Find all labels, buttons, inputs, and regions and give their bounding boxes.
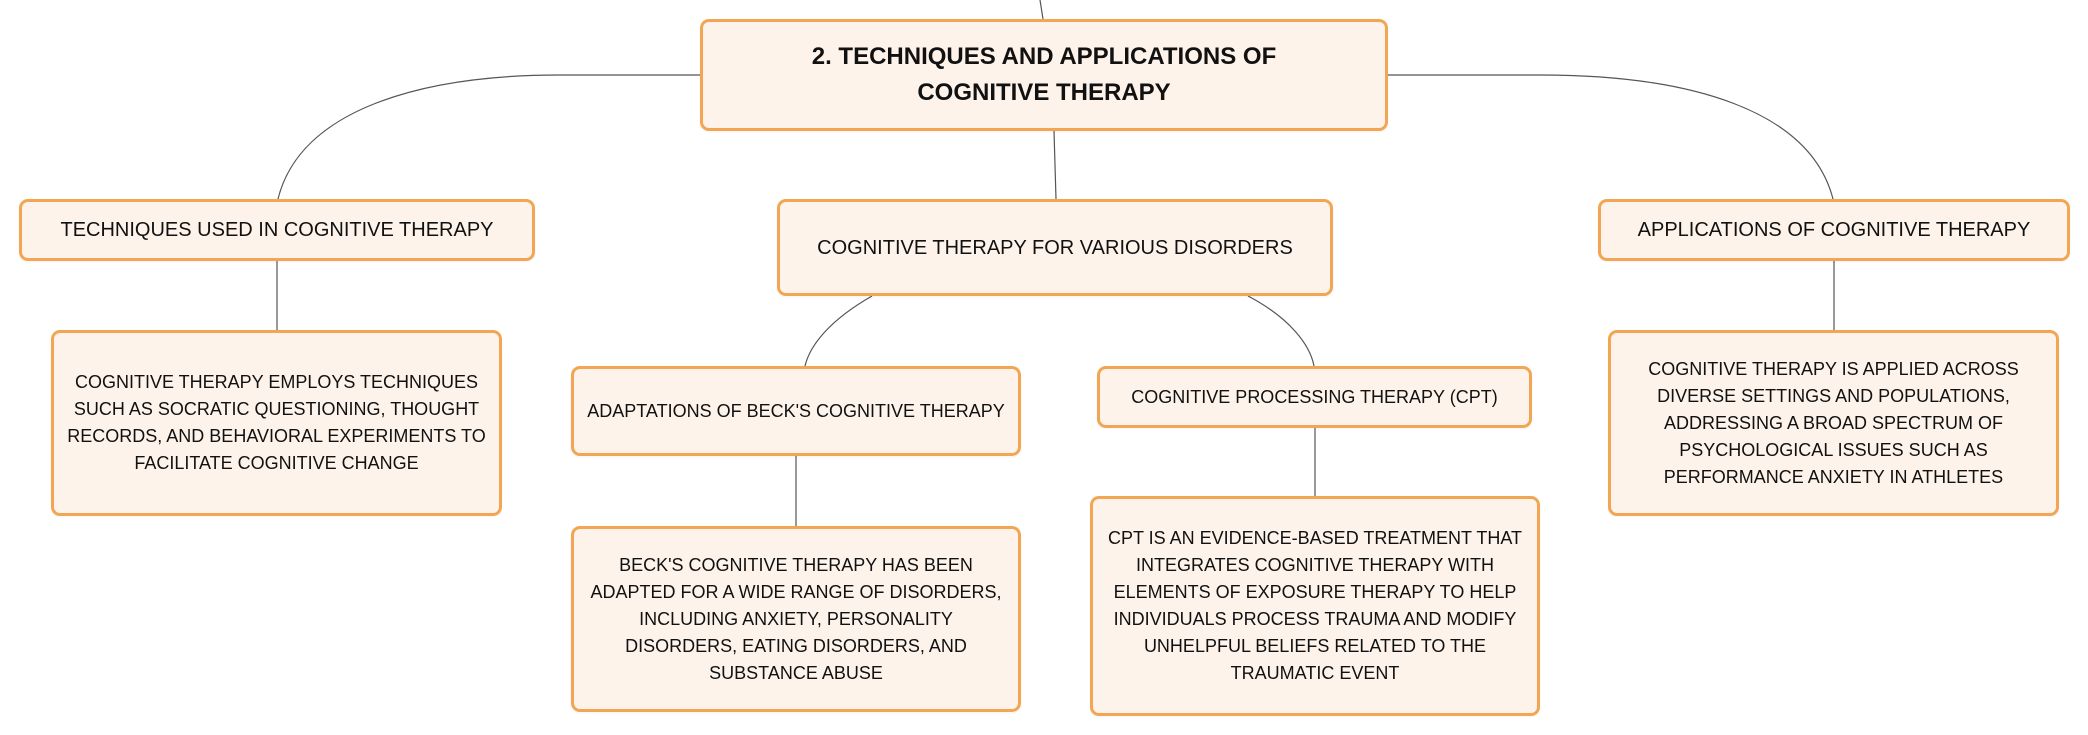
topic-disorders-label: COGNITIVE THERAPY FOR VARIOUS DISORDERS	[817, 236, 1293, 259]
topic-applications[interactable]: APPLICATIONS OF COGNITIVE THERAPY	[1598, 199, 2070, 261]
connector-parent-to-root	[1039, 0, 1044, 20]
root-node-label: 2. TECHNIQUES AND APPLICATIONS OF COGNIT…	[811, 43, 1277, 106]
subtopic-beck-adaptations[interactable]: ADAPTATIONS OF BECK'S COGNITIVE THERAPY	[571, 366, 1021, 456]
detail-applications[interactable]: COGNITIVE THERAPY IS APPLIED ACROSS DIVE…	[1608, 330, 2059, 516]
connector-root-to-disorders	[1053, 130, 1057, 200]
connector-disorders-to-cpt	[1247, 295, 1315, 367]
topic-techniques[interactable]: TECHNIQUES USED IN COGNITIVE THERAPY	[19, 199, 535, 261]
detail-cpt-text: CPT IS AN EVIDENCE-BASED TREATMENT THAT …	[1107, 528, 1523, 683]
detail-cpt[interactable]: CPT IS AN EVIDENCE-BASED TREATMENT THAT …	[1090, 496, 1540, 716]
detail-techniques-text: COGNITIVE THERAPY EMPLOYS TECHNIQUES SUC…	[67, 372, 486, 473]
subtopic-cpt[interactable]: COGNITIVE PROCESSING THERAPY (CPT)	[1097, 366, 1532, 428]
connector-disorders-to-beck	[804, 295, 873, 367]
subtopic-beck-adaptations-label: ADAPTATIONS OF BECK'S COGNITIVE THERAPY	[587, 401, 1005, 421]
topic-techniques-label: TECHNIQUES USED IN COGNITIVE THERAPY	[60, 219, 494, 241]
topic-disorders[interactable]: COGNITIVE THERAPY FOR VARIOUS DISORDERS	[777, 199, 1333, 296]
detail-beck-adaptations-text: BECK'S COGNITIVE THERAPY HAS BEEN ADAPTE…	[590, 554, 1002, 683]
detail-applications-text: COGNITIVE THERAPY IS APPLIED ACROSS DIVE…	[1648, 358, 2019, 487]
connector-root-to-applications	[1388, 74, 1834, 200]
connector-root-to-techniques	[277, 74, 700, 200]
subtopic-cpt-label: COGNITIVE PROCESSING THERAPY (CPT)	[1131, 387, 1498, 407]
root-node[interactable]: 2. TECHNIQUES AND APPLICATIONS OF COGNIT…	[700, 19, 1388, 131]
detail-techniques[interactable]: COGNITIVE THERAPY EMPLOYS TECHNIQUES SUC…	[51, 330, 502, 516]
detail-beck-adaptations[interactable]: BECK'S COGNITIVE THERAPY HAS BEEN ADAPTE…	[571, 526, 1021, 712]
topic-applications-label: APPLICATIONS OF COGNITIVE THERAPY	[1637, 219, 2031, 241]
